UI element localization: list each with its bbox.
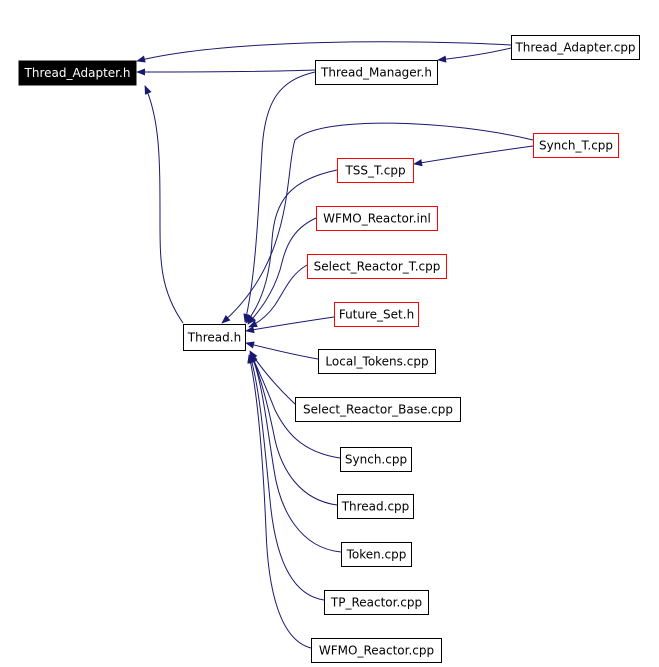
node-tss-t-cpp[interactable]: TSS_T.cpp bbox=[337, 158, 414, 183]
node-label: TSS_T.cpp bbox=[344, 164, 405, 178]
nodes: Thread_Adapter.h Thread_Adapter.cpp Thre… bbox=[18, 35, 640, 663]
node-label: WFMO_Reactor.cpp bbox=[319, 644, 434, 658]
node-synch-cpp[interactable]: Synch.cpp bbox=[340, 447, 412, 472]
edge-synch-t-cpp-to-tss-t-cpp bbox=[413, 145, 534, 167]
edge-thread-h-to-thread-adapter-h bbox=[144, 85, 184, 324]
node-select-reactor-base-cpp[interactable]: Select_Reactor_Base.cpp bbox=[295, 397, 461, 422]
edge-tp-reactor-cpp-to-thread-h bbox=[248, 354, 325, 601]
node-label: Local_Tokens.cpp bbox=[325, 355, 428, 369]
edge-thread-adapter-cpp-to-thread-adapter-h bbox=[136, 41, 512, 63]
node-thread-cpp[interactable]: Thread.cpp bbox=[337, 494, 414, 519]
edges bbox=[136, 41, 534, 649]
node-label: TP_Reactor.cpp bbox=[330, 596, 422, 610]
edge-thread-adapter-cpp-to-thread-manager-h bbox=[437, 47, 512, 63]
node-token-cpp[interactable]: Token.cpp bbox=[341, 542, 412, 567]
node-label: Thread.cpp bbox=[341, 500, 410, 514]
node-label: Thread_Adapter.cpp bbox=[514, 41, 635, 55]
node-select-reactor-t-cpp[interactable]: Select_Reactor_T.cpp bbox=[307, 254, 447, 279]
edge-token-cpp-to-thread-h bbox=[250, 353, 342, 553]
edge-select-reactor-t-cpp-to-thread-h bbox=[248, 264, 308, 328]
node-label: Select_Reactor_Base.cpp bbox=[303, 403, 453, 417]
edge-tss-t-cpp-to-thread-h bbox=[245, 169, 338, 324]
node-label: Synch_T.cpp bbox=[539, 139, 613, 153]
node-local-tokens-cpp[interactable]: Local_Tokens.cpp bbox=[318, 349, 436, 374]
node-label: Synch.cpp bbox=[345, 453, 407, 467]
node-label: Future_Set.h bbox=[339, 308, 414, 322]
node-thread-h[interactable]: Thread.h bbox=[183, 324, 246, 351]
edge-wfmo-reactor-inl-to-thread-h bbox=[247, 217, 317, 325]
node-thread-adapter-h[interactable]: Thread_Adapter.h bbox=[18, 60, 137, 86]
node-label: Thread_Adapter.h bbox=[24, 66, 131, 80]
node-thread-adapter-cpp[interactable]: Thread_Adapter.cpp bbox=[511, 35, 640, 60]
edge-local-tokens-cpp-to-thread-h bbox=[245, 341, 319, 360]
edge-thread-manager-h-to-thread-adapter-h bbox=[136, 68, 316, 76]
node-label: Select_Reactor_T.cpp bbox=[314, 260, 441, 274]
node-wfmo-reactor-inl[interactable]: WFMO_Reactor.inl bbox=[316, 206, 438, 231]
edge-synch-cpp-to-thread-h bbox=[249, 352, 341, 459]
edge-thread-cpp-to-thread-h bbox=[250, 353, 338, 506]
node-label: Thread_Manager.h bbox=[320, 66, 432, 80]
node-label: WFMO_Reactor.inl bbox=[323, 212, 431, 226]
edge-select-reactor-base-cpp-to-thread-h bbox=[249, 350, 296, 405]
edge-future-set-h-to-thread-h bbox=[245, 316, 335, 334]
node-synch-t-cpp[interactable]: Synch_T.cpp bbox=[533, 133, 619, 158]
edge-wfmo-reactor-cpp-to-thread-h bbox=[247, 354, 312, 649]
node-tp-reactor-cpp[interactable]: TP_Reactor.cpp bbox=[324, 590, 429, 615]
node-label: Thread.h bbox=[187, 331, 241, 345]
edge-thread-manager-h-to-thread-h bbox=[243, 71, 316, 323]
node-future-set-h[interactable]: Future_Set.h bbox=[334, 302, 419, 327]
edge-synch-t-cpp-to-thread-h bbox=[221, 122, 534, 324]
node-wfmo-reactor-cpp[interactable]: WFMO_Reactor.cpp bbox=[311, 638, 442, 663]
node-thread-manager-h[interactable]: Thread_Manager.h bbox=[315, 60, 438, 85]
node-label: Token.cpp bbox=[346, 548, 407, 562]
